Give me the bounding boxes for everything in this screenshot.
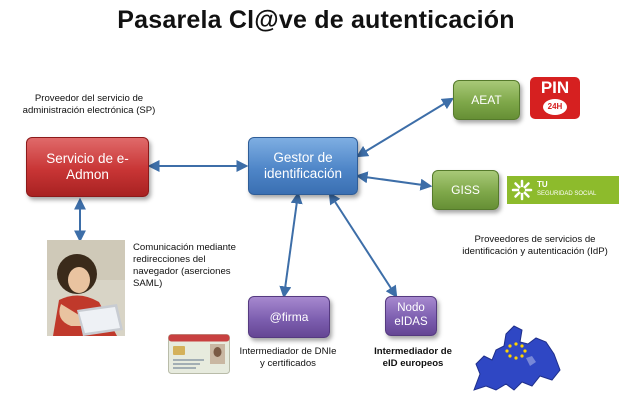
idp-caption: Proveedores de servicios de identificaci… [462,234,608,257]
user-with-laptop-photo [47,240,125,336]
europe-map-image [473,325,561,391]
eidas-box-label: Nodo eIDAS [394,302,428,328]
gestor-box: Gestor de identificación [248,137,358,195]
firma-box: @firma [248,296,330,338]
pin-logo-badge: 24H [543,99,567,115]
eidas-caption: Intermediador de eID europeos [374,346,452,369]
ss-logo-tu: TU [537,180,548,189]
sp-box-label: Servicio de e-Admon [46,150,129,182]
giss-box: GISS [432,170,499,210]
arrow-gestor-giss [355,171,433,191]
diagram-title: Pasarela Cl@ve de autenticación [117,6,515,34]
aeat-box: AEAT [453,80,520,120]
arrow-gestor-firma [279,191,303,299]
pin-logo-text: PIN [540,78,570,97]
firma-caption: Intermediador de DNIe y certificados [239,346,337,369]
firma-box-label: @firma [269,309,309,324]
giss-box-label: GISS [451,182,480,197]
sp-caption: Proveedor del servicio de administración… [22,93,156,116]
ss-logo-text: SEGURIDAD SOCIAL [537,191,597,197]
browser-caption: Comunicación mediante redirecciones del … [133,242,236,289]
pin-24h-logo: PIN 24H [530,77,580,119]
dnie-card-image [168,334,230,374]
arrow-gestor-aeat [355,97,455,158]
seguridad-social-logo: TU SEGURIDAD SOCIAL [507,176,619,204]
aeat-box-label: AEAT [471,92,502,107]
ss-emblem-icon [511,179,533,201]
arrow-gestor-eidas [328,191,398,299]
pin-badge-text: 24H [547,102,563,111]
eidas-box: Nodo eIDAS [385,296,437,336]
gestor-box-label: Gestor de identificación [263,149,343,181]
sp-box: Servicio de e-Admon [26,137,149,197]
